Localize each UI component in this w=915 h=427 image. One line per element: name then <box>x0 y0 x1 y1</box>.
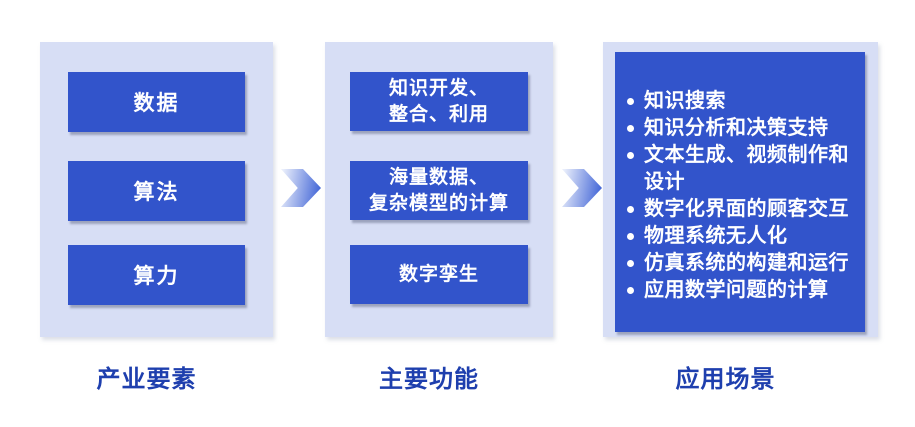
box-data: 数据 <box>68 72 245 132</box>
list-item: 数字化界面的顾客交互 <box>625 196 857 223</box>
arrow-right-icon-1 <box>281 169 321 207</box>
list-item: 知识搜索 <box>625 88 857 115</box>
label-main-functions: 主要功能 <box>379 365 479 393</box>
label-industry-elements: 产业要素 <box>96 365 197 393</box>
panel-main-functions: 知识开发、 整合、利用 海量数据、 复杂模型的计算 数字孪生 <box>325 42 553 337</box>
list-item: 文本生成、视频制作和设计 <box>625 142 857 196</box>
box-knowledge-development: 知识开发、 整合、利用 <box>350 72 528 131</box>
label-application-scenarios: 应用场景 <box>675 365 776 393</box>
list-item: 仿真系统的构建和运行 <box>625 250 857 277</box>
application-scenarios-box: 知识搜索 知识分析和决策支持 文本生成、视频制作和设计 数字化界面的顾客交互 物… <box>615 52 865 332</box>
box-massive-data-computation: 海量数据、 复杂模型的计算 <box>350 161 528 220</box>
list-item: 应用数学问题的计算 <box>625 277 857 304</box>
panel-industry-elements: 数据 算法 算力 <box>40 42 273 337</box>
box-computing-power: 算力 <box>68 245 245 305</box>
arrow-right-icon-2 <box>562 169 602 207</box>
panel-application-scenarios: 知识搜索 知识分析和决策支持 文本生成、视频制作和设计 数字化界面的顾客交互 物… <box>603 42 878 337</box>
application-scenarios-list: 知识搜索 知识分析和决策支持 文本生成、视频制作和设计 数字化界面的顾客交互 物… <box>625 88 857 304</box>
box-algorithm: 算法 <box>68 161 245 221</box>
list-item: 物理系统无人化 <box>625 223 857 250</box>
box-digital-twin: 数字孪生 <box>350 245 528 304</box>
list-item: 知识分析和决策支持 <box>625 115 857 142</box>
